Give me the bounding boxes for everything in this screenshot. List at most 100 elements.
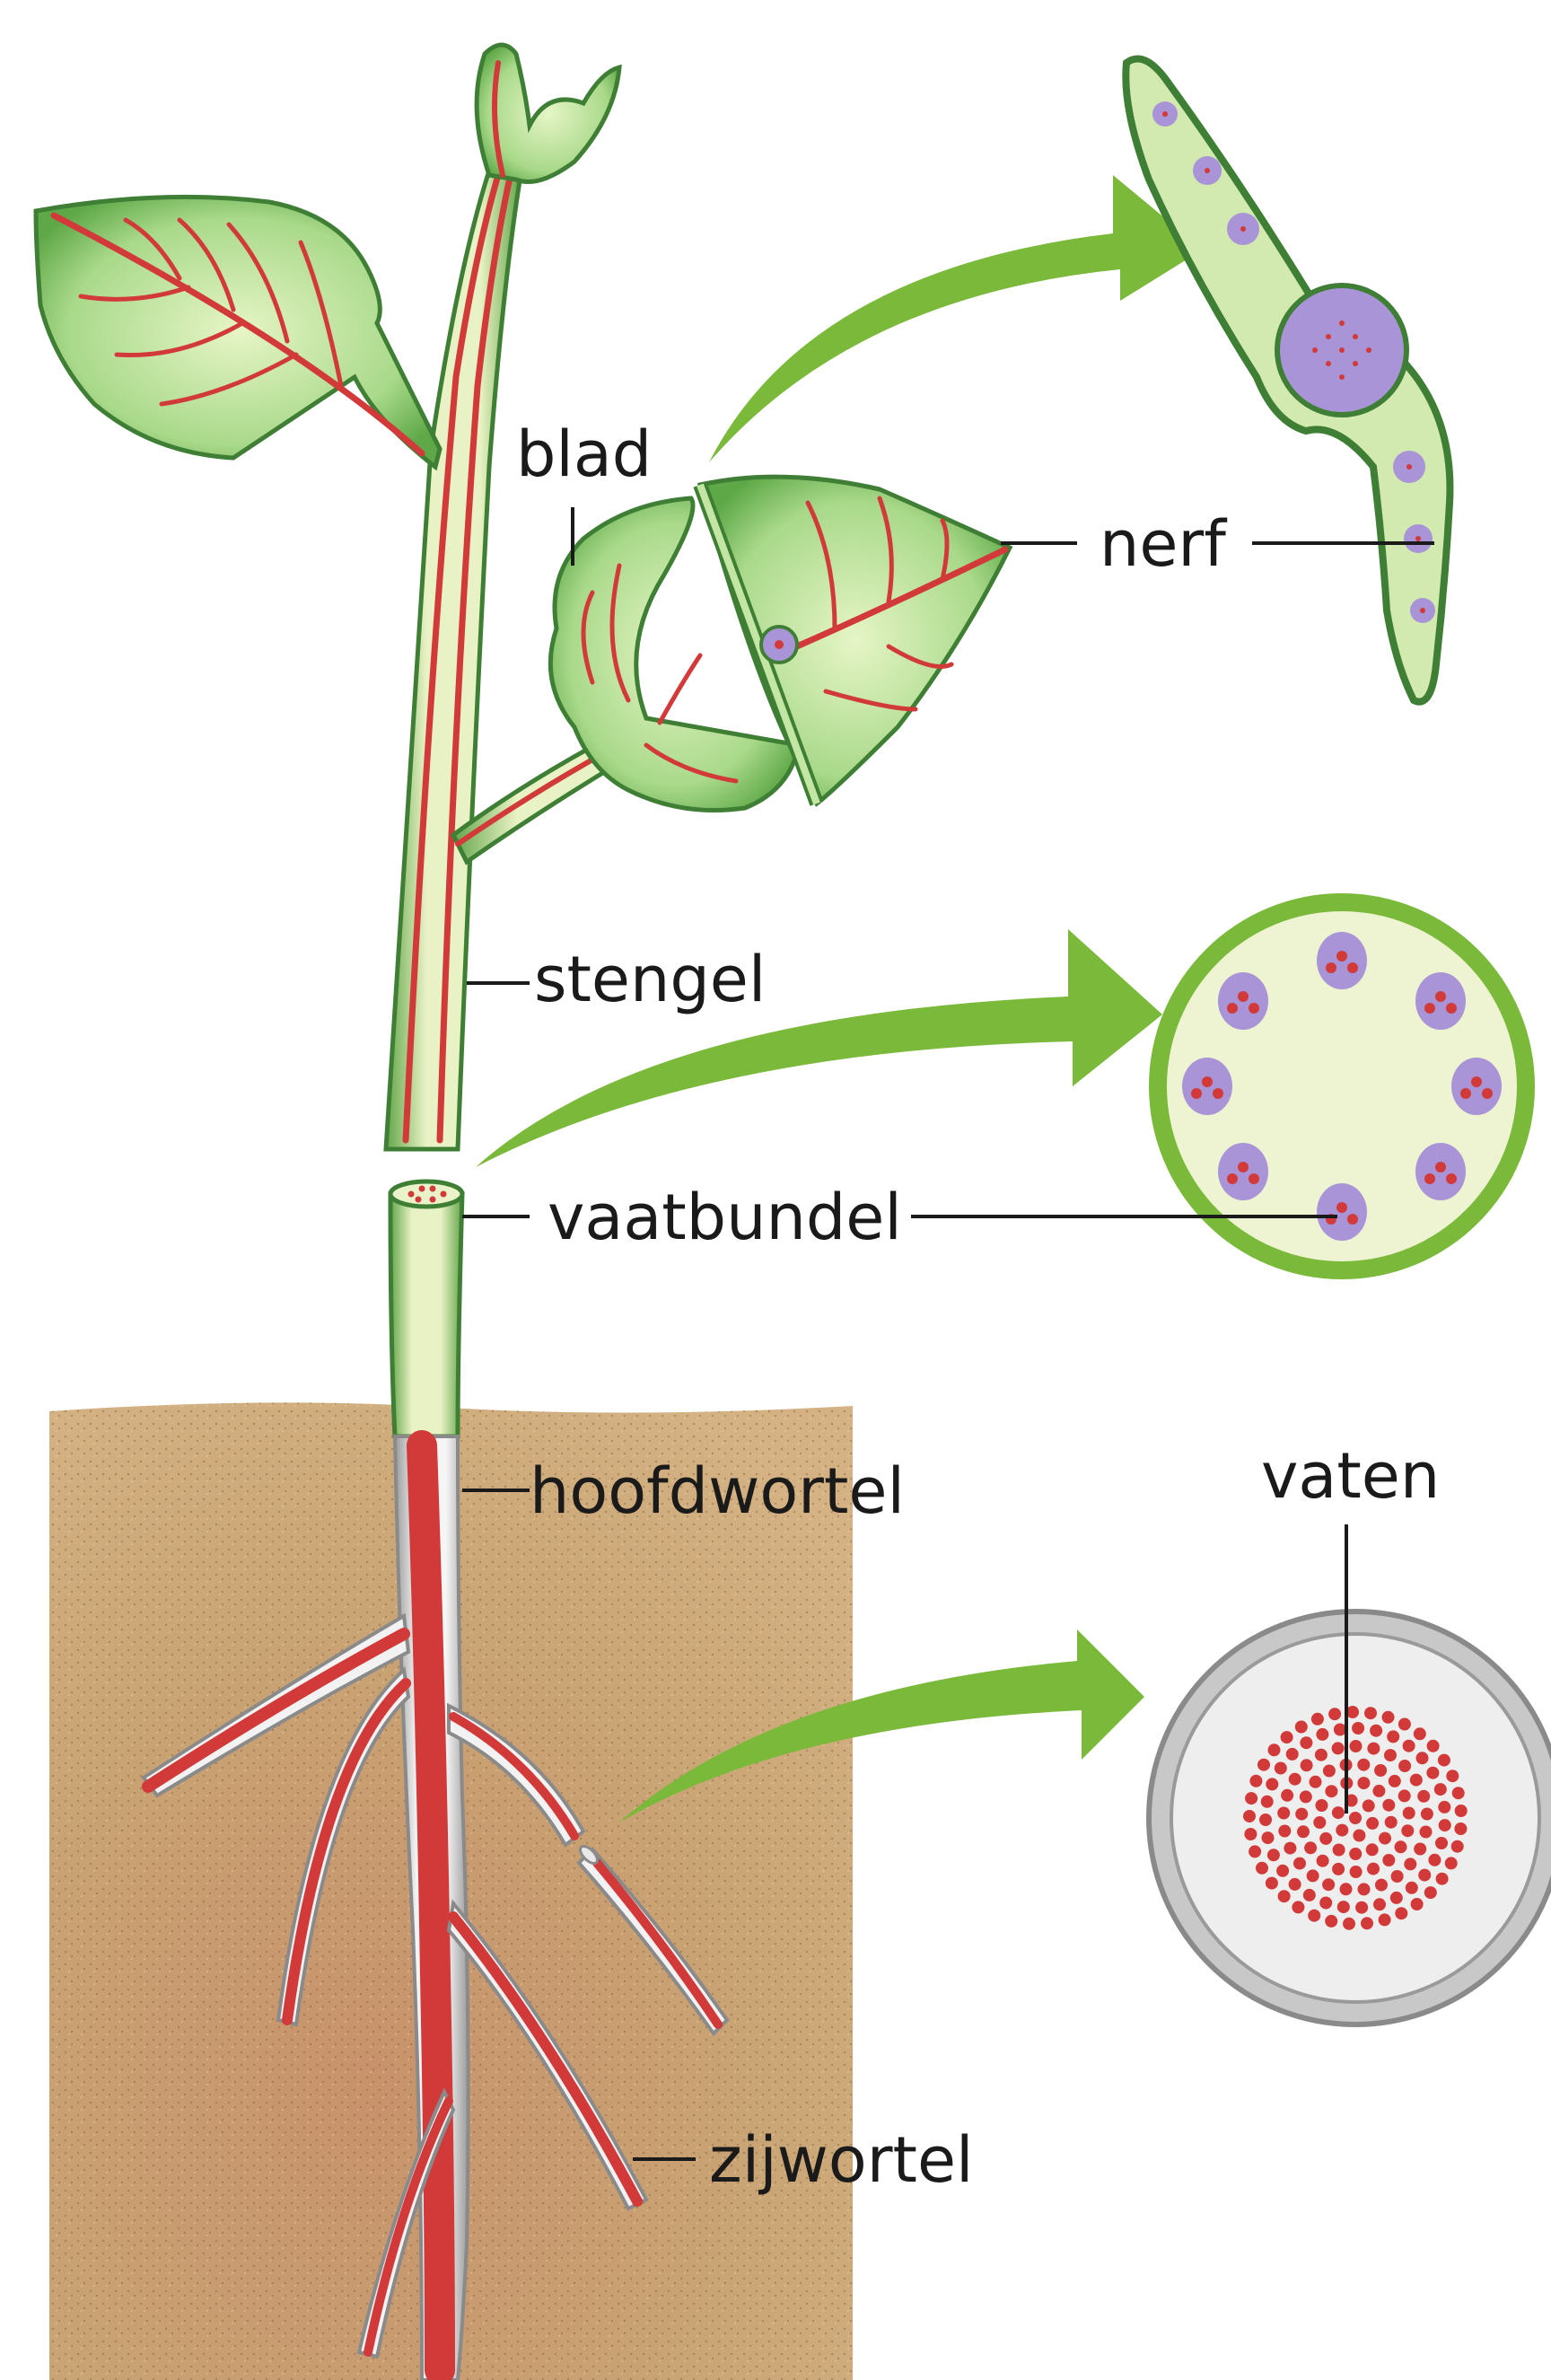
vessel-dot bbox=[1353, 1830, 1365, 1842]
vessel-dot bbox=[1266, 1778, 1278, 1790]
vessel-dot bbox=[1445, 1857, 1458, 1869]
vessel-dot bbox=[1424, 1886, 1437, 1899]
vessel-dot bbox=[1367, 1743, 1380, 1755]
vessel-dot bbox=[1374, 1764, 1387, 1777]
vessel-dot bbox=[1304, 1841, 1317, 1854]
vessel-dot bbox=[1289, 1878, 1301, 1891]
vessel-dot bbox=[1417, 1790, 1430, 1803]
label-vaten: vaten bbox=[1261, 1439, 1440, 1513]
vessel-dot bbox=[1243, 1810, 1256, 1822]
vessel-dot bbox=[1389, 1775, 1401, 1787]
vessel-dot bbox=[1259, 1814, 1272, 1826]
vessel-dot bbox=[1355, 1901, 1368, 1914]
vessel-dot bbox=[1379, 1913, 1391, 1926]
vessel-dot bbox=[1332, 1863, 1345, 1875]
vessel-dot bbox=[1313, 1816, 1326, 1829]
vessel-dot bbox=[1366, 1843, 1379, 1856]
vessel-dot bbox=[1373, 1898, 1386, 1910]
vessel-dot bbox=[1403, 1740, 1415, 1752]
vessel-dot bbox=[1317, 1855, 1329, 1867]
vessel-dot bbox=[1403, 1807, 1415, 1820]
vessel-dot bbox=[1311, 1713, 1324, 1726]
vessel-dot bbox=[1336, 1824, 1348, 1837]
vessel-dot bbox=[1382, 1711, 1395, 1724]
vessel-dot bbox=[1284, 1842, 1296, 1855]
vessel-dot bbox=[1245, 1792, 1257, 1805]
vessel-dot bbox=[1278, 1890, 1291, 1902]
vessel-dot bbox=[1398, 1760, 1411, 1772]
vessel-dot bbox=[1310, 1776, 1322, 1788]
vessel-dot bbox=[1295, 1721, 1308, 1734]
vessel-dot bbox=[1428, 1854, 1441, 1866]
vessel-dot bbox=[1410, 1774, 1423, 1787]
vessel-dot bbox=[1244, 1828, 1257, 1840]
vessel-dot bbox=[1357, 1777, 1370, 1789]
vessel-dot bbox=[1372, 1785, 1385, 1797]
vessel-dot bbox=[1316, 1799, 1328, 1812]
vessel-dot bbox=[1446, 1770, 1459, 1782]
vessel-dot bbox=[1427, 1740, 1440, 1752]
vessel-dot bbox=[1322, 1878, 1335, 1891]
vessel-dot bbox=[1297, 1825, 1310, 1838]
vessel-dot bbox=[1370, 1725, 1382, 1737]
vessel-dot bbox=[1307, 1869, 1319, 1882]
vessel-dot bbox=[1452, 1787, 1465, 1799]
vessel-dot bbox=[1363, 1799, 1375, 1812]
vessel-dot bbox=[1343, 1918, 1355, 1930]
vessel-dot bbox=[1366, 1817, 1379, 1830]
vessel-dot bbox=[1293, 1857, 1306, 1870]
vessel-dot bbox=[1300, 1790, 1312, 1803]
root-cross-section bbox=[1149, 1612, 1551, 2024]
vessel-dot bbox=[1349, 1848, 1362, 1860]
vessel-dot bbox=[1414, 1727, 1426, 1740]
vessel-dot bbox=[1325, 1915, 1337, 1928]
vessel-dot bbox=[1439, 1819, 1451, 1831]
arrow-leaf-to-section bbox=[709, 175, 1203, 462]
vessel-dot bbox=[1361, 1917, 1373, 1929]
vessel-dot bbox=[1261, 1796, 1274, 1808]
vessel-dot bbox=[1340, 1883, 1353, 1895]
vessel-dot bbox=[1420, 1826, 1433, 1839]
vessel-dot bbox=[1275, 1762, 1287, 1775]
vessel-dot bbox=[1256, 1862, 1268, 1875]
vessel-dot bbox=[1315, 1749, 1328, 1761]
label-vaatbundel: vaatbundel bbox=[548, 1181, 902, 1254]
vessel-dot bbox=[1395, 1907, 1407, 1919]
lower-stem bbox=[390, 1181, 462, 1436]
vessel-dot bbox=[1328, 1708, 1341, 1720]
vessel-dot bbox=[1384, 1749, 1397, 1761]
stem-tip bbox=[477, 45, 619, 182]
vessel-dot bbox=[1454, 1822, 1467, 1835]
vessel-dot bbox=[1379, 1832, 1391, 1845]
vessel-dot bbox=[1323, 1765, 1336, 1778]
vessel-dot bbox=[1266, 1877, 1278, 1890]
label-zijwortel: zijwortel bbox=[709, 2123, 973, 2197]
vessel-dot bbox=[1289, 1773, 1301, 1786]
vessel-dot bbox=[1426, 1767, 1439, 1779]
vessel-dot bbox=[1276, 1865, 1289, 1877]
label-blad: blad bbox=[516, 417, 652, 491]
vessel-dot bbox=[1316, 1728, 1328, 1741]
vessel-dot bbox=[1346, 1706, 1359, 1718]
vessel-dot bbox=[1350, 1866, 1363, 1878]
vessel-dot bbox=[1406, 1882, 1418, 1894]
vessel-dot bbox=[1434, 1783, 1447, 1796]
vessel-dot bbox=[1352, 1722, 1364, 1735]
vessel-dot bbox=[1438, 1754, 1450, 1767]
vessel-dot bbox=[1300, 1736, 1312, 1749]
vessel-dot bbox=[1295, 1808, 1308, 1821]
vessel-dot bbox=[1358, 1883, 1371, 1895]
vessel-dot bbox=[1382, 1854, 1395, 1866]
vessel-dot bbox=[1286, 1748, 1299, 1761]
vessel-dot bbox=[1418, 1869, 1431, 1882]
vessel-dot bbox=[1319, 1897, 1332, 1910]
vessel-dot bbox=[1401, 1824, 1414, 1837]
leaf-cross-section bbox=[1126, 59, 1450, 702]
vessel-dot bbox=[1390, 1892, 1403, 1904]
vessel-dot bbox=[1455, 1805, 1468, 1817]
vessel-dot bbox=[1268, 1743, 1281, 1756]
label-nerf: nerf bbox=[1100, 507, 1227, 581]
upper-stem bbox=[386, 171, 521, 1149]
vessel-dot bbox=[1375, 1879, 1388, 1892]
vessel-dot bbox=[1277, 1807, 1290, 1820]
